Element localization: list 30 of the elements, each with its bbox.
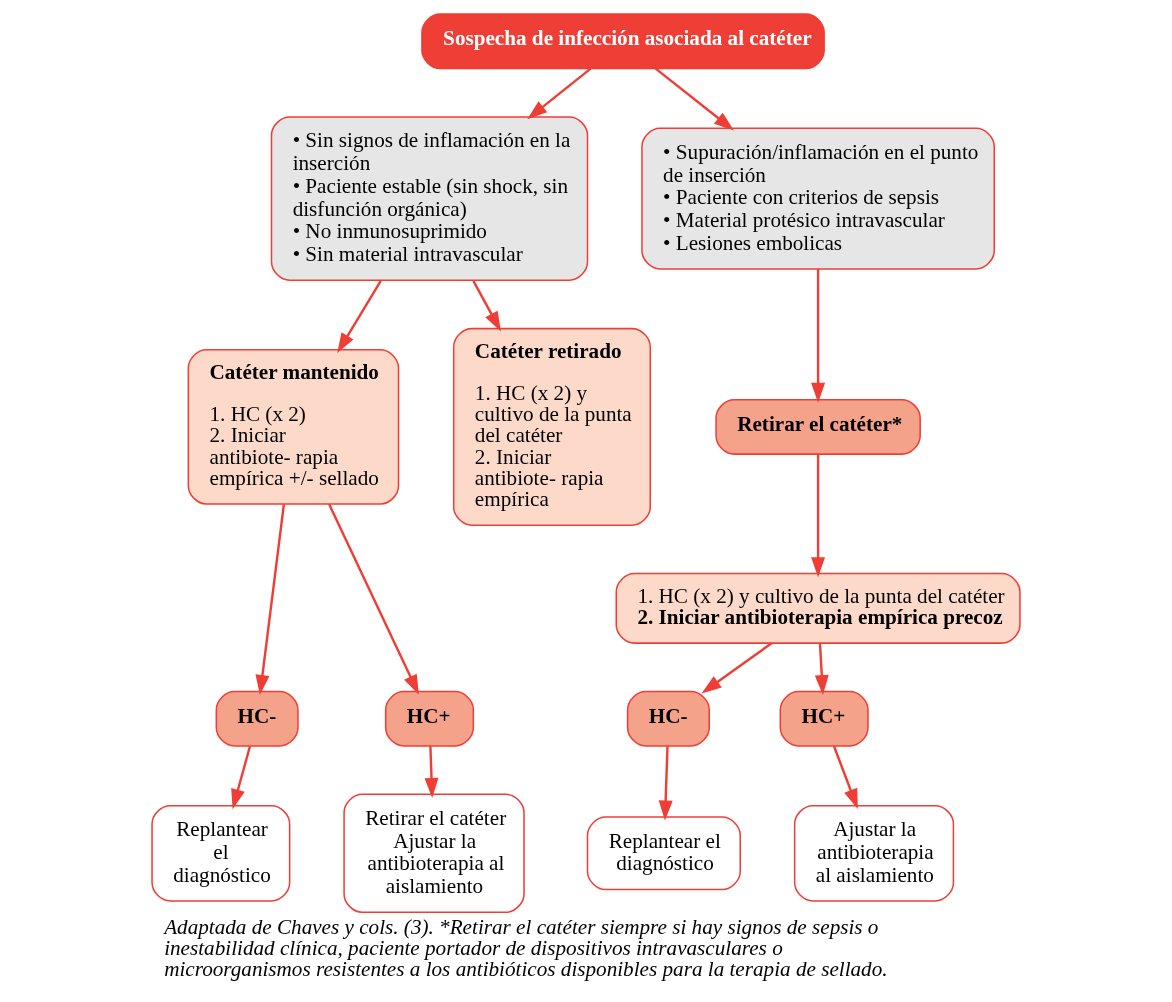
node-box: Catéter mantenido 1. HC (x 2) 2. Iniciar antibiote- rapia empírica +/- sellado: [187, 349, 400, 505]
node-box: HC-: [215, 690, 299, 747]
arrow: [814, 643, 829, 695]
arrow: [701, 642, 773, 694]
node-box: Ajustar la antibioterapia al aislamiento: [793, 804, 955, 902]
arrow: [231, 745, 252, 810]
arrow: [811, 454, 826, 578]
arrow: [337, 280, 382, 353]
arrow: [527, 67, 592, 120]
node-box: HC-: [626, 690, 710, 747]
arrow: [658, 746, 673, 821]
node-box: 1. HC (x 2) y cultivo de la punta del catéter 2. Iniciar antibioterapia empírica precoz: [615, 572, 1021, 644]
node-box: Replantear el diagnóstico: [586, 816, 741, 891]
arrow: [424, 746, 439, 798]
arrow: [832, 745, 858, 810]
arrow: [654, 67, 734, 131]
arrow: [255, 504, 286, 696]
node-box: Retirar el catéter*: [715, 398, 921, 455]
arrow: [328, 503, 419, 695]
arrow: [472, 280, 501, 332]
arrow: [811, 268, 826, 403]
node-box: Sospecha de infección asociada al catéter: [421, 13, 825, 70]
caption: Adaptada de Chaves y cols. (3). *Retirar el catéter siempre si hay signos de sepsis o inestabilidad clínica, paciente portador de dispositivos intravasculares o microorganismos resistentes a los antibióticos disponibles para la terapia de sellado.: [164, 914, 888, 982]
node-box: • Sin signos de inflamación en la inserción • Paciente estable (sin shock, sin disfunción orgánica) • No inmunosuprimido • Sin material intravascular: [270, 116, 589, 281]
node-box: HC+: [384, 690, 475, 747]
node-box: • Supuración/inflamación en el punto de inserción • Paciente con criterios de sepsis • Material protésico intravascular • Lesiones embolicas: [641, 127, 995, 270]
node-box: Retirar el catéter Ajustar la antibioterapia al aislamiento: [343, 793, 525, 914]
node-box: Replantear el diagnóstico: [151, 804, 291, 902]
node-box: Catéter retirado 1. HC (x 2) y cultivo de la punta del catéter 2. Iniciar antibiote- rapia empírica: [452, 327, 651, 526]
node-box: HC+: [779, 690, 869, 747]
